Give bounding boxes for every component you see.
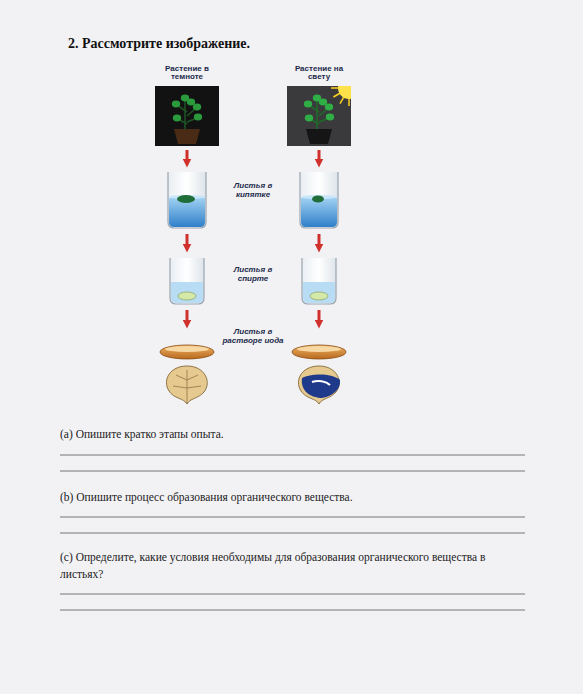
- question-text: (a) Опишите кратко этапы опыта.: [60, 426, 530, 443]
- beakers-boiling: [168, 172, 338, 228]
- task-title: 2. Рассмотрите изображение.: [68, 36, 250, 52]
- plant-heading: Растение на свету: [284, 65, 354, 82]
- plant-picture: [155, 86, 219, 146]
- leaf-no-starch: [166, 366, 207, 404]
- plant-illustration: [155, 86, 219, 146]
- red-arrows: [187, 150, 319, 324]
- step-label: Листья в растворе иода: [222, 328, 284, 346]
- plant-box: Растение на свету: [284, 65, 354, 146]
- answer-lines: [60, 455, 525, 610]
- question-text: (b) Опишите процесс образования органиче…: [60, 489, 530, 506]
- beakers-alcohol: [170, 258, 336, 304]
- plant-heading: Растение в темноте: [152, 65, 222, 82]
- iodine-dishes: [160, 345, 346, 359]
- step-label: Листья в спирте: [225, 266, 281, 284]
- plant-picture: [287, 86, 351, 146]
- leaf-with-starch: [298, 366, 340, 404]
- question-text: (c) Определите, какие условия необходимы…: [60, 549, 530, 582]
- step-label: Листья в кипятке: [225, 182, 281, 200]
- plant-illustration: [287, 86, 351, 146]
- plant-box: Растение в темноте: [152, 65, 222, 146]
